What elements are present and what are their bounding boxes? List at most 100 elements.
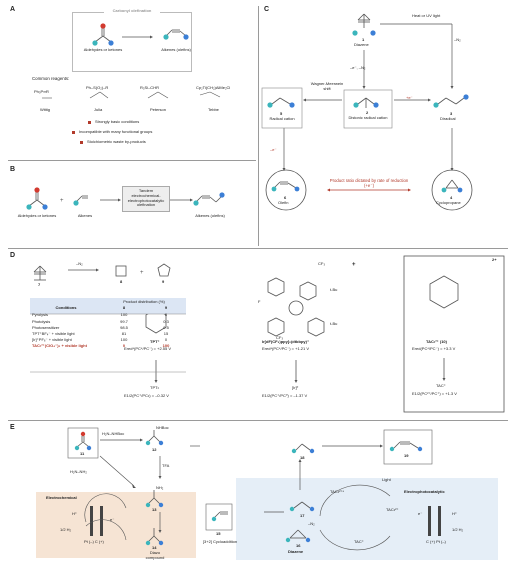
c4-name: Cyclopropane	[436, 200, 461, 205]
tac-ground: TAC•²⁺	[386, 507, 399, 512]
hplus-left: H⁺	[72, 511, 77, 516]
e-nhboc: NHBoc	[156, 425, 169, 430]
table-row: Photolysis 99.7 0.3	[30, 318, 186, 324]
ir-charge: +	[352, 262, 356, 268]
conditions-header: Conditions	[55, 304, 77, 310]
col-8-header: 8	[122, 304, 126, 310]
julia-formula: Ph–S(O₂)–R	[86, 85, 109, 90]
julia-name: Julia	[94, 107, 103, 112]
divider-horizontal-ab	[8, 160, 256, 161]
alkene-label: Alkenes (olefins)	[161, 47, 191, 52]
c6-name: Olefin	[278, 200, 289, 205]
tac-red: TAC⁺	[436, 383, 446, 388]
c5-num: 5	[280, 111, 283, 116]
e-c16: 16	[296, 543, 301, 548]
reagent-hydrazine: H₂N–NH₂	[70, 469, 87, 474]
panel-e-label: E	[10, 424, 15, 431]
row-value-9: 0	[164, 337, 168, 343]
b-alkene-label: Alkenes	[77, 213, 93, 218]
panel-a-header: Carbonyl olefination	[104, 8, 160, 14]
svg-text:+: +	[60, 198, 64, 204]
minus-n2-a: –N₂	[454, 37, 461, 42]
electrochemical-label: Electrochemical	[46, 495, 77, 500]
divider-horizontal-de	[8, 420, 508, 421]
atom-blue	[108, 40, 114, 46]
row-condition: Photolysis	[32, 318, 51, 324]
peterson-name: Peterson	[150, 107, 167, 112]
e-c13: 13	[152, 507, 157, 512]
tandem-text: Tandem electrochemical-electrophotocatal…	[127, 188, 165, 208]
electron-left: e⁻	[110, 517, 115, 522]
row-value-8: 99.7	[120, 318, 128, 324]
row-condition: TAC•²⁺(ClO₄⁻)₂ + visible light	[32, 343, 87, 349]
wittig-formula: Ph₃P═R	[34, 89, 49, 94]
panel-a-label: A	[10, 6, 16, 13]
ir-red: [Ir]⁰	[292, 385, 299, 390]
row-value-8: 81	[121, 330, 127, 336]
c1-num: 1	[362, 37, 365, 42]
hplus-right: H⁺	[452, 511, 457, 516]
tpt-eox: Ered*(PC*/PC⁻) = +2.55 V	[124, 346, 172, 351]
row-value-8: 98.5	[120, 324, 128, 330]
table-row: TPT⁺BF₄⁻ + visible light 81 15	[30, 330, 186, 336]
table-row-highlight: TAC•²⁺(ClO₄⁻)₂ + visible light 0 100	[30, 343, 186, 349]
table-row: Photosensitizer 98.5 0.5	[30, 324, 186, 330]
heat-label: Heat or UV light	[412, 13, 441, 18]
row-value-9: 100	[162, 343, 170, 349]
tac-plus: TAC⁺	[354, 539, 364, 544]
peterson-formula: R₃Si–CHR	[140, 85, 159, 90]
diazene-label: Diazene	[288, 549, 304, 554]
reagent-boc: H₂N–NHBoc	[102, 431, 125, 436]
d-c9: 9	[162, 279, 165, 284]
ir-tbu-bottom: t-Bu	[330, 321, 338, 326]
divider-vertical-top	[258, 6, 259, 246]
h2-left: 1/2 H₂	[60, 527, 72, 532]
tfa-label: TFA	[162, 463, 170, 468]
d-c7: 7	[38, 282, 41, 287]
panel-d-label: D	[10, 252, 16, 259]
dist-header: Product distribution (%)	[123, 298, 165, 304]
electrophotocatalytic-label: Electrophotocatalytic	[404, 489, 445, 494]
atom-teal	[92, 40, 98, 46]
svg-text:+: +	[140, 270, 144, 276]
ir-f-left: F	[258, 299, 261, 304]
panel-c-label: C	[264, 6, 270, 13]
drawback-2: Incompatible with many functional groups	[79, 129, 153, 134]
tac-eox: Ered(PC*/PC⁻) = +3.3 V	[412, 346, 456, 351]
e-c18: 18	[300, 455, 305, 460]
product-distribution-table: Product distribution (%) Conditions 8 9 …	[30, 298, 186, 349]
e-c14: 14	[152, 545, 157, 550]
cyclo-label: [3+2] Cycloaddition	[202, 539, 238, 544]
table-row: [Ir]⁺PF₆⁻ + visible light 100 0	[30, 337, 186, 343]
ratio-text: Product ratio dictated by rate of reduct…	[329, 178, 409, 189]
minus-e-label: –e⁻	[270, 147, 277, 152]
e-c11: 11	[80, 451, 85, 456]
ir-tbu-top: t-Bu	[330, 287, 338, 292]
c6-num: 6	[284, 195, 287, 200]
d-c8: 8	[120, 279, 123, 284]
minus-e-n2: –e⁻, –N₂	[350, 65, 366, 70]
e-c12: 12	[152, 447, 157, 452]
row-condition: Photosensitizer	[32, 324, 60, 330]
electrode-right: C (+) Pt (–)	[426, 539, 446, 544]
tebbe-name: Tebbe	[208, 107, 219, 112]
tpt-name: TPT⁺	[150, 339, 160, 344]
e-c19: 19	[404, 453, 409, 458]
col-9-header: 9	[164, 304, 168, 310]
d-minus-n2: –N₂	[76, 261, 83, 266]
diazo-label: Diazo compound	[145, 550, 165, 560]
tpt-red: TPT•	[150, 385, 159, 390]
electrochemical-region	[36, 492, 196, 558]
panel-b-label: B	[10, 166, 16, 173]
ir-name: Ir[dF(CF₃)ppy]₂(dtbbpy)⁺	[262, 339, 310, 344]
table-row: Pyrolysis 100 0	[30, 310, 186, 318]
row-value-8: 100	[120, 311, 128, 317]
row-value-8: 100	[120, 337, 128, 343]
ir-cf3-bottom: CF₃	[276, 335, 283, 340]
drawback-3: Stoichiometric waste by-products	[87, 139, 146, 144]
electron-right: e⁻	[418, 511, 423, 516]
